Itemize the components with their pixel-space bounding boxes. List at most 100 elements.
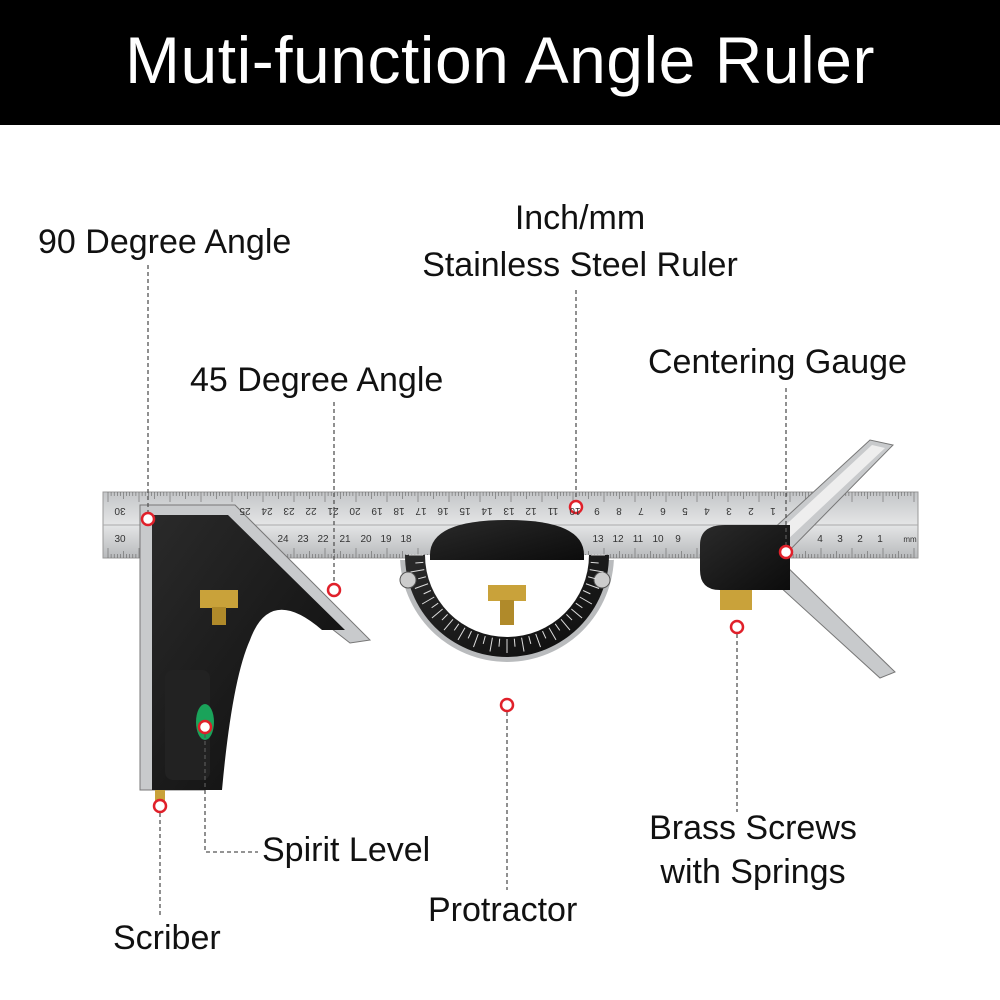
ruler-scale-label: 1 — [877, 534, 883, 545]
protractor-tick — [453, 623, 460, 631]
ruler-scale-label: 11 — [547, 505, 558, 516]
brass-screw — [200, 590, 238, 608]
centering-gauge — [700, 439, 896, 679]
protractor-tick — [548, 627, 557, 641]
ruler-scale-label: 6 — [660, 505, 666, 516]
protractor-tick — [467, 630, 472, 639]
ruler-scale-label: 4 — [817, 534, 823, 545]
ruler-scale-label: 3 — [726, 505, 732, 516]
ruler-scale-label: 21 — [339, 534, 351, 545]
ruler-scale-label: 12 — [525, 505, 537, 516]
protractor-tick — [414, 583, 429, 589]
ruler-scale-label: 23 — [283, 505, 295, 516]
brass-screw — [720, 590, 752, 610]
ruler-scale-label: 15 — [459, 505, 471, 516]
ruler-scale-label: 24 — [277, 534, 289, 545]
ruler-scale-label: 11 — [633, 534, 644, 545]
ruler-scale-label: 4 — [704, 505, 710, 516]
protractor-tick — [423, 590, 432, 595]
ruler-scale-label: 20 — [349, 505, 361, 516]
protractor-tick — [582, 590, 591, 595]
ruler-scale-label: 18 — [400, 534, 412, 545]
ruler-scale-label: 7 — [638, 505, 644, 516]
page-title: Muti-function Angle Ruler — [125, 23, 875, 97]
ruler-scale-label: 10 — [569, 505, 581, 516]
ruler-scale-label: 19 — [371, 505, 383, 516]
protractor-tick — [566, 614, 573, 621]
ruler-scale-label: 23 — [297, 534, 309, 545]
ruler-scale-label: 18 — [393, 505, 405, 516]
ruler-scale-label: 22 — [305, 505, 317, 516]
label-spirit-level: Spirit Level — [262, 831, 431, 869]
protractor-tick — [535, 633, 541, 648]
title-banner: Muti-function Angle Ruler — [0, 0, 1000, 125]
ruler-scale-label: 12 — [612, 534, 624, 545]
ruler-scale-label: 9 — [594, 505, 600, 516]
protractor-tick — [473, 633, 479, 648]
ruler-scale-label: 2 — [748, 505, 754, 516]
protractor-tick — [589, 569, 604, 573]
protractor-tick — [521, 637, 525, 652]
ruler-scale-label: 14 — [481, 505, 493, 516]
label-protractor: Protractor — [428, 891, 578, 929]
protractor-tick — [482, 636, 486, 644]
ruler-scale-label: 13 — [592, 534, 604, 545]
protractor-tick — [513, 638, 516, 647]
protractor-tick — [421, 596, 435, 605]
callout-markers — [140, 499, 794, 814]
ruler-scale-label: 22 — [317, 534, 329, 545]
ruler-scale-label: 21 — [327, 505, 339, 516]
label-brass-line1: Brass Screws — [649, 809, 857, 847]
protractor-tick — [441, 614, 448, 621]
ruler-scale-label: 30 — [114, 534, 126, 545]
ruler-scale-label: 1 — [770, 505, 776, 516]
protractor-tick — [410, 569, 425, 573]
ruler-scale-label: 30 — [114, 505, 126, 516]
protractor-tick — [415, 561, 424, 564]
protractor-tick — [418, 576, 426, 580]
label-brass-line2: with Springs — [660, 853, 846, 891]
protractor-tick — [554, 623, 561, 631]
ruler-scale-label: 3 — [837, 534, 843, 545]
label-ruler-line2: Stainless Steel Ruler — [422, 246, 738, 284]
ruler-scale-label: 2 — [857, 534, 863, 545]
label-90-degree-angle: 90 Degree Angle — [38, 223, 292, 261]
label-45-degree-angle: 45 Degree Angle — [190, 361, 444, 399]
square-head — [139, 504, 372, 804]
ruler-scale-label: 16 — [437, 505, 449, 516]
protractor-tick — [590, 561, 599, 564]
ruler-scale-label: 25 — [239, 505, 251, 516]
label-ruler-line1: Inch/mm — [514, 199, 646, 237]
protractor-tick — [585, 583, 600, 589]
callout-lines — [147, 265, 787, 918]
ruler-scale-label: 20 — [360, 534, 372, 545]
protractor-tick — [571, 608, 583, 619]
label-scriber: Scriber — [113, 919, 221, 957]
protractor-head — [399, 520, 614, 662]
protractor-tick — [489, 637, 493, 652]
ruler-scale-label: 5 — [682, 505, 688, 516]
brass-screw — [488, 585, 526, 601]
ruler-scale-label: 10 — [652, 534, 664, 545]
protractor-tick — [575, 602, 583, 609]
protractor-tick — [542, 630, 547, 639]
label-centering-gauge: Centering Gauge — [648, 343, 907, 381]
ruler-scale-label: 17 — [415, 505, 427, 516]
ruler-scale-label: 13 — [503, 505, 515, 516]
protractor-tick — [431, 608, 443, 619]
protractor-tick — [498, 638, 501, 647]
protractor-tick — [588, 576, 596, 580]
protractor-tick — [579, 596, 593, 605]
ruler-scale-label: 24 — [261, 505, 273, 516]
ruler-scale-label: 9 — [675, 534, 681, 545]
protractor-tick — [457, 627, 466, 641]
protractor-tick — [431, 602, 439, 609]
protractor-tick — [443, 619, 454, 631]
protractor-tick — [560, 619, 571, 631]
ruler-unit-label: mm — [903, 535, 917, 544]
protractor-tick — [528, 636, 532, 644]
scriber-pin — [155, 790, 165, 804]
ruler-scale-label: 8 — [616, 505, 622, 516]
